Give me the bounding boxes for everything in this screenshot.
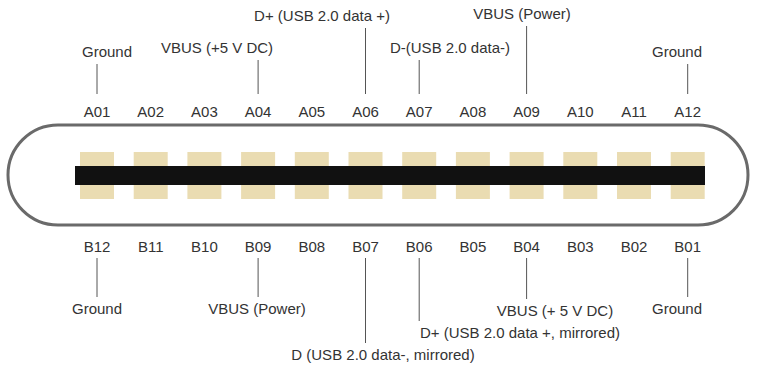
leader-line — [365, 258, 366, 343]
contact-pad — [617, 183, 651, 199]
leader-line — [687, 64, 688, 94]
pin-number: B09 — [245, 238, 272, 256]
pin-number: B12 — [84, 238, 111, 256]
pin-number: A09 — [513, 103, 540, 121]
contact-pad — [80, 152, 114, 168]
pin-number: B01 — [674, 238, 701, 256]
leader-line — [526, 258, 527, 299]
contact-pad — [402, 183, 436, 199]
connector-outline — [8, 125, 748, 225]
pin-number: B02 — [621, 238, 648, 256]
contact-pad — [187, 152, 221, 168]
contact-pad — [617, 152, 651, 168]
tongue-bar — [75, 166, 705, 185]
contact-pad — [456, 152, 490, 168]
pin-number: B05 — [460, 238, 487, 256]
contact-pad — [134, 152, 168, 168]
leader-line — [258, 60, 259, 94]
contact-pad — [402, 152, 436, 168]
pin-number: A01 — [84, 103, 111, 121]
leader-lines — [97, 26, 688, 343]
leader-line — [365, 28, 366, 94]
contact-pad — [349, 152, 383, 168]
contact-pad — [671, 152, 705, 168]
signal-name: VBUS (+ 5 V DC) — [497, 302, 613, 320]
pin-number: A11 — [621, 103, 647, 121]
leader-line — [97, 64, 98, 94]
leader-line — [419, 258, 420, 321]
signal-name: VBUS (Power) — [208, 300, 306, 318]
pin-number: A03 — [191, 103, 218, 121]
pin-number: A08 — [460, 103, 487, 121]
signal-name: D+ (USB 2.0 data +) — [254, 7, 390, 25]
contact-pad — [671, 183, 705, 199]
pin-number: B11 — [138, 238, 164, 256]
contact-pad — [456, 183, 490, 199]
signal-name: Ground — [82, 43, 132, 61]
signal-name: Ground — [72, 300, 122, 318]
signal-name: D-(USB 2.0 data-) — [390, 39, 510, 57]
pin-number: B10 — [191, 238, 218, 256]
contact-pad — [187, 183, 221, 199]
contact-pad — [349, 183, 383, 199]
contact-pad — [563, 183, 597, 199]
pin-number: A02 — [137, 103, 164, 121]
signal-name: D (USB 2.0 data-, mirrored) — [291, 346, 474, 364]
signal-name: Ground — [652, 43, 702, 61]
pin-number: B03 — [567, 238, 594, 256]
pin-number: B04 — [513, 238, 540, 256]
pin-number: A07 — [406, 103, 433, 121]
pin-number: B07 — [352, 238, 379, 256]
contact-pad — [241, 183, 275, 199]
contact-pad — [295, 183, 329, 199]
pin-number: A04 — [245, 103, 272, 121]
contact-pad — [563, 152, 597, 168]
pin-number: B08 — [298, 238, 325, 256]
contact-pad — [510, 183, 544, 199]
contact-pad — [510, 152, 544, 168]
leader-line — [258, 258, 259, 297]
signal-name: VBUS (+5 V DC) — [161, 39, 273, 57]
contact-pad — [241, 152, 275, 168]
signal-name: Ground — [652, 300, 702, 318]
pin-number: A06 — [352, 103, 379, 121]
leader-line — [419, 60, 420, 94]
leader-line — [97, 258, 98, 297]
leader-line — [526, 26, 527, 94]
contact-pad — [295, 152, 329, 168]
pin-number: A12 — [674, 103, 701, 121]
contact-pad — [134, 183, 168, 199]
signal-name: D+ (USB 2.0 data +, mirrored) — [420, 324, 620, 342]
contact-pad — [80, 183, 114, 199]
pin-number: B06 — [406, 238, 433, 256]
pin-number: A05 — [298, 103, 325, 121]
pin-number: A10 — [567, 103, 594, 121]
signal-name: VBUS (Power) — [473, 5, 571, 23]
leader-line — [687, 258, 688, 297]
